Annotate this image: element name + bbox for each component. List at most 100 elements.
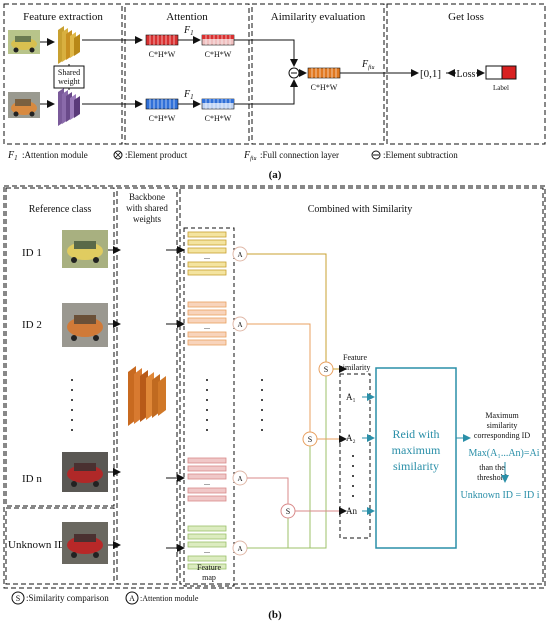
f1-label-top: F1 [183,25,194,37]
caption-b: (b) [268,609,282,621]
svg-text:S: S [16,594,20,603]
link-id1 [247,253,327,362]
backbone-title-line3: weights [133,214,161,224]
legend-f1-symbol: F1 [7,150,18,162]
id-label-2: ID 2 [22,319,42,331]
part-b: Reference class Backbone with shared wei… [3,185,546,621]
feature-map-unknown: ... [187,525,227,570]
unknown-result: Unknown ID = ID i [461,490,540,501]
similarity-node-2: S [302,431,318,447]
link-unknown-a [247,376,327,549]
part-a: Feature extraction Attention Aimilarity … [3,3,546,181]
unknown-id-label: Unknown ID [8,539,66,551]
attention-module-idn: A [232,470,248,486]
tensor-label: C*H*W [149,50,176,59]
car-image-idn [62,452,108,492]
legend-similarity-comparison: :Similarity comparison [26,593,109,603]
tensor-orange [307,67,341,79]
svg-text:A: A [237,321,242,329]
link-idn [247,477,289,504]
id-label-n: ID n [22,473,42,485]
attention-module-unknown: A [232,540,248,556]
svg-text:...: ... [204,322,210,331]
svg-text:...: ... [204,478,210,487]
range-label: [0,1] [420,68,441,80]
svg-text:A: A [237,251,242,259]
attention-module-id1: A [232,246,248,262]
attention-module-id2: A [232,316,248,332]
legend-attention-module-b: :Attention module [140,594,199,603]
tensor-label: C*H*W [205,50,232,59]
panel-title-similarity-evaluation: Aimilarity evaluation [271,11,366,23]
reid-line2: maximum [392,443,441,457]
panel-combined [179,187,544,585]
car-image-top [8,30,40,54]
tensor-label: C*H*W [311,83,338,92]
legend-ffu-symbol: Ffiu [243,150,256,162]
link-id2 [247,323,311,432]
feature-map-label-line2: map [202,573,216,582]
svg-text:A: A [237,545,242,553]
tensor-blue-1 [145,98,179,110]
loss-label: Loss [457,69,476,80]
label-text: Label [493,84,509,92]
legend-element-subtraction: :Element subtraction [383,150,458,160]
label-bar [485,65,517,80]
svg-text:S: S [324,365,328,374]
backbone-title-line2: with shared [126,203,168,213]
id-label-1: ID 1 [22,247,42,259]
tensor-label: C*H*W [149,114,176,123]
ellipsis-dots-left [71,379,73,431]
tensor-label: C*H*W [205,114,232,123]
svg-text:S: S [308,435,312,444]
reid-box [375,367,457,549]
a1-label: A₁ [346,392,356,402]
svg-text:A: A [237,475,242,483]
panel-get-loss [386,3,546,145]
max-similarity-line1: Maximum [485,411,519,420]
ellipsis-dots-feature [206,379,208,431]
svg-text:...: ... [204,252,210,261]
similarity-comparison-icon: S [11,591,25,605]
panel-title-get-loss: Get loss [448,11,484,23]
panel-attention [124,3,250,145]
car-image-bottom [8,92,40,118]
feature-similarity-line1: Feature [343,353,367,362]
panel-feature-extraction [3,3,123,145]
shared-weight-line2: weight [58,77,81,86]
f1-label-bottom: F1 [183,89,194,101]
car-image-id1 [62,230,108,268]
max-similarity-line3: corresponding ID [474,431,530,440]
max-similarity-line2: similarity [487,421,518,430]
panel-similarity-evaluation [251,3,385,145]
legend-full-connection: :Full connection layer [260,150,339,160]
reid-line1: Reid with [393,427,440,441]
reid-line3: similarity [393,459,439,473]
tensor-blue-2 [201,98,235,110]
backbone-b [128,366,166,426]
attention-module-icon: A [125,591,139,605]
outer-frame-b [3,185,546,589]
panel-title-feature-extraction: Feature extraction [23,11,103,23]
backbone-bottom [58,88,80,126]
feature-map-idn: ... [187,457,227,502]
panel-title-attention: Attention [166,11,208,23]
tensor-red-2 [201,34,235,46]
ffu-label: Ffiu [361,59,374,71]
legend-element-product: :Element product [125,150,188,160]
svg-text:...: ... [204,546,210,555]
panel-reference-class [5,187,115,507]
combined-title: Combined with Similarity [308,204,412,215]
backbone-top [58,26,80,64]
tensor-red-1 [145,34,179,46]
threshold-label: threshold [477,473,507,482]
legend-attention-module: :Attention module [22,150,88,160]
feature-map-label-line1: Feature [197,563,221,572]
max-formula: Max(A₁...An)=Ai [468,448,539,459]
reference-class-title: Reference class [29,204,92,215]
feature-similarity-column [339,373,371,539]
feature-map-id2: ... [187,301,227,346]
car-image-id2 [62,303,108,347]
feature-map-column [183,227,235,587]
